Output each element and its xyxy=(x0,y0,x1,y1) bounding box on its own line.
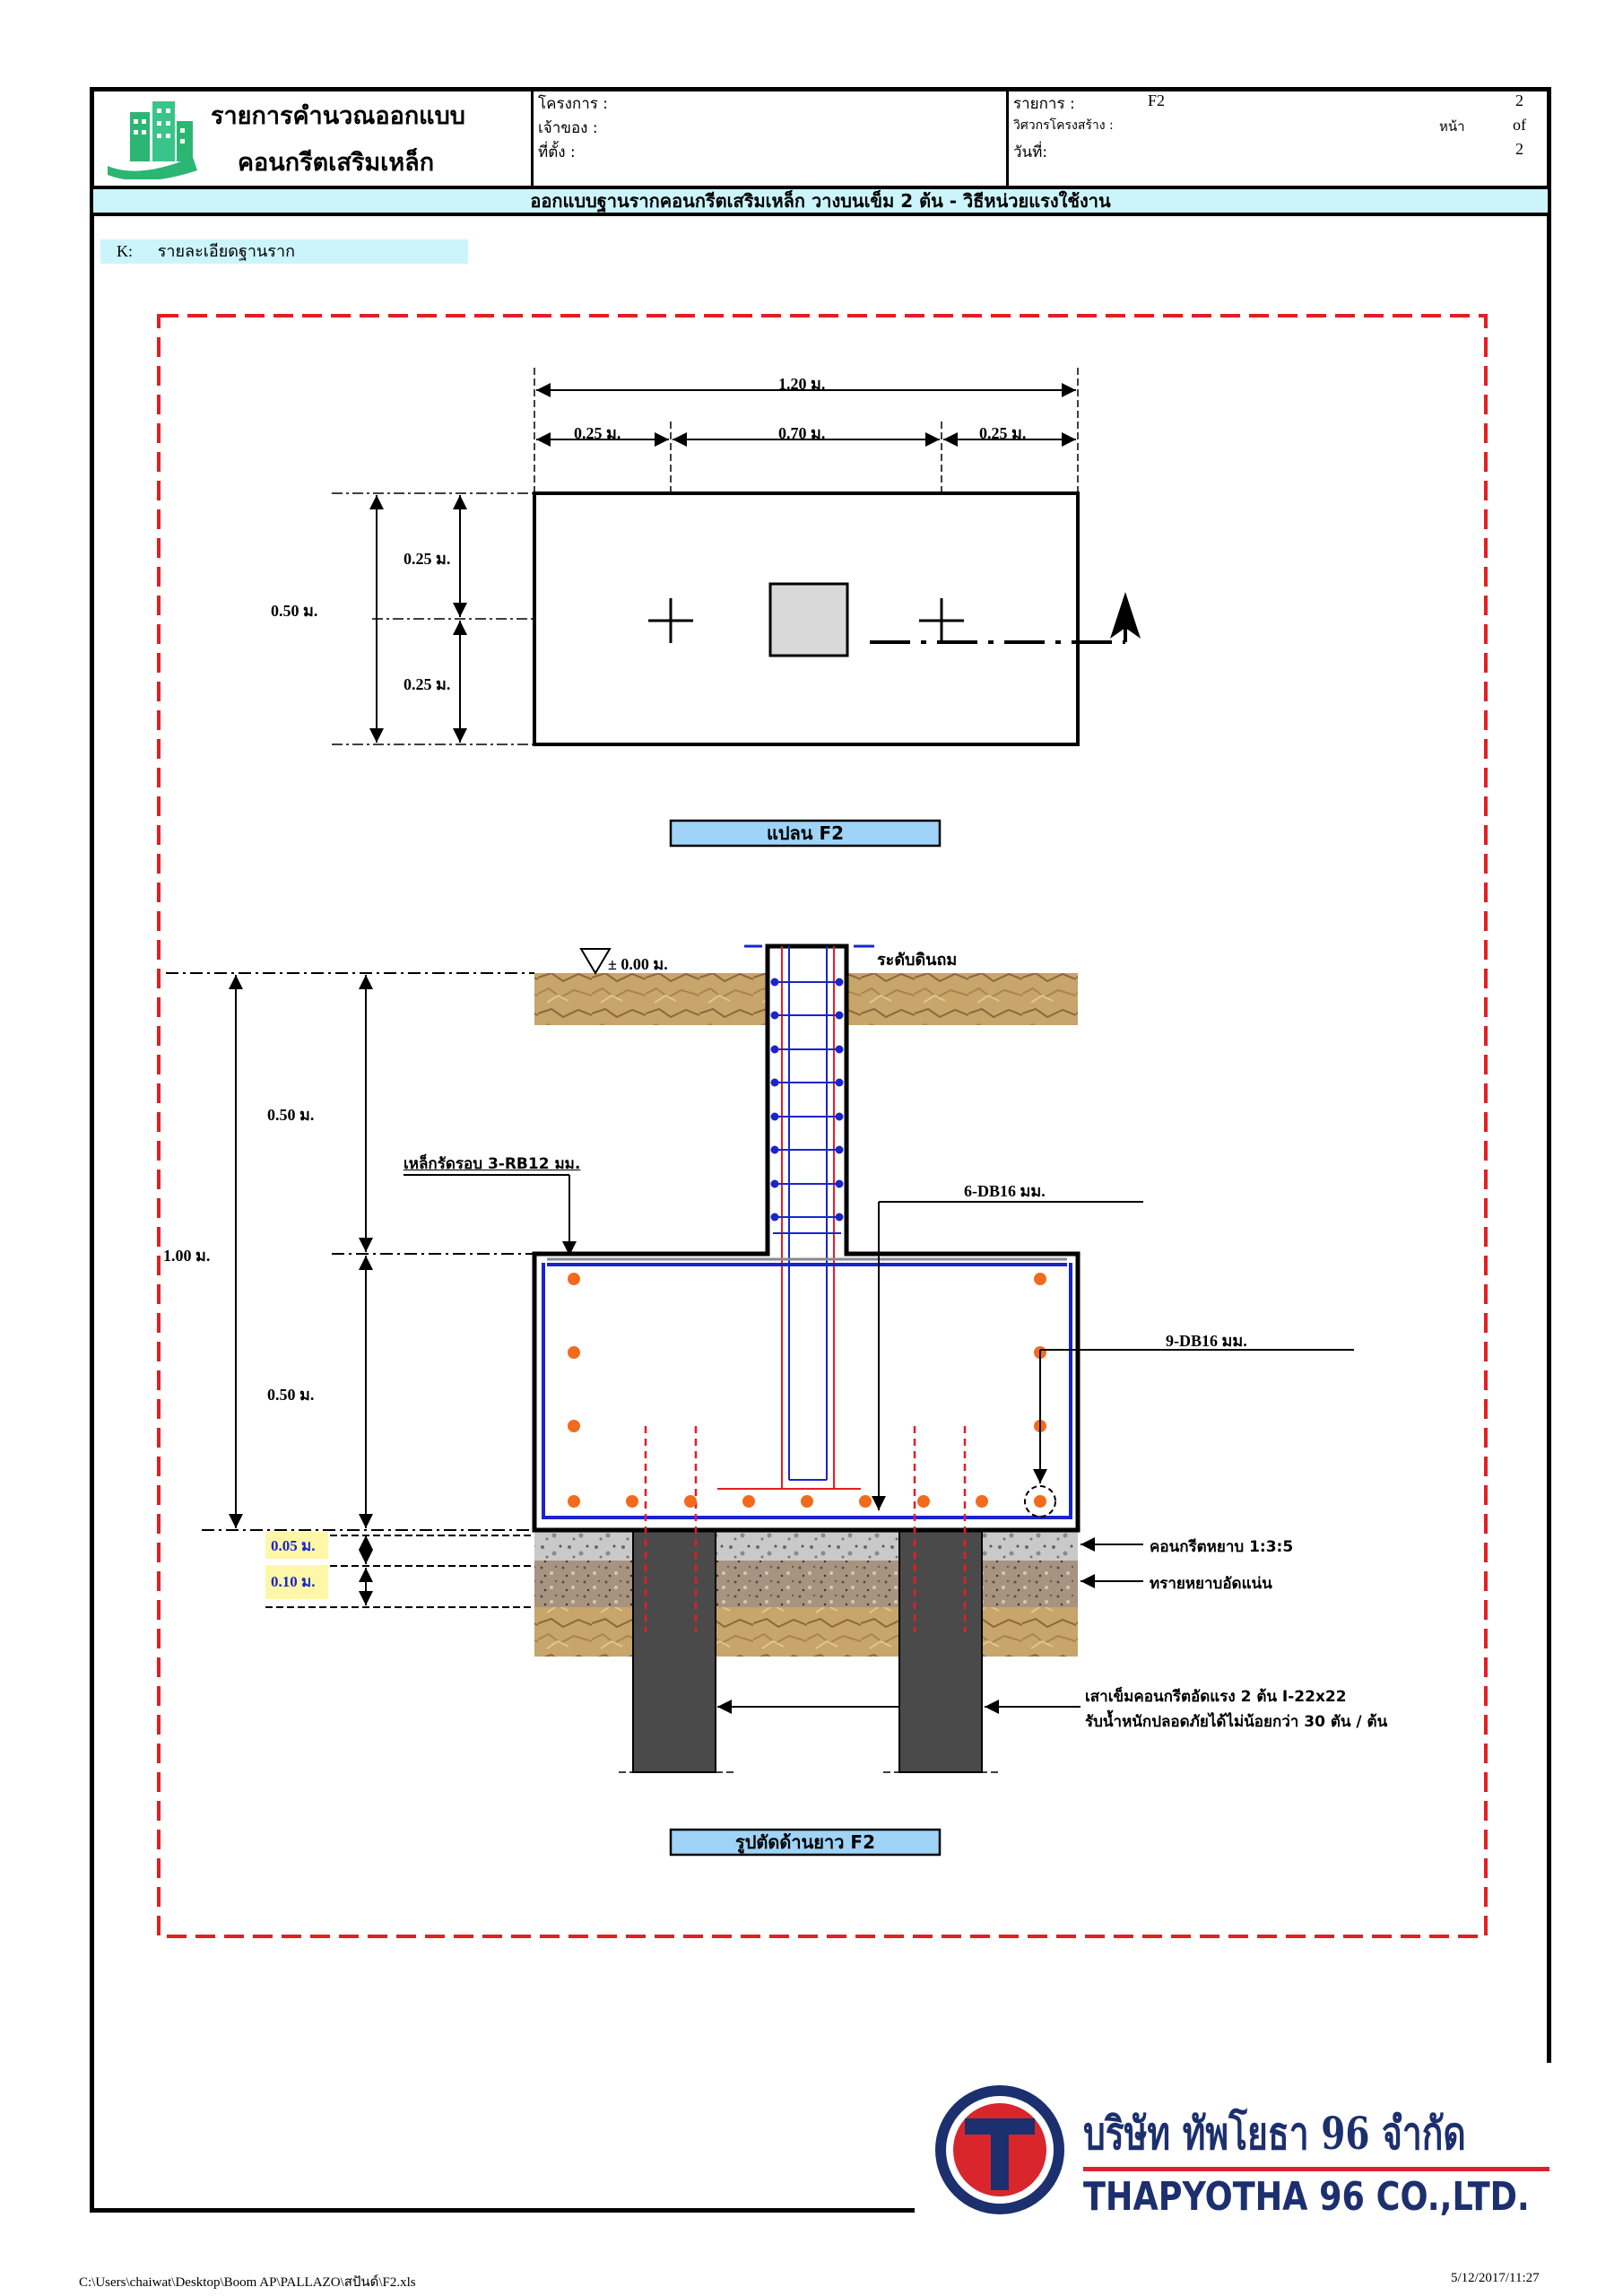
header-item-cell: รายการ : F2 วิศวกรโครงสร้าง : วันที่: 2 … xyxy=(1009,87,1551,186)
rebar-dots xyxy=(568,1273,1046,1508)
of-label: of xyxy=(1513,116,1526,134)
owner-label: เจ้าของ : xyxy=(538,119,598,137)
column-bar-label: 6-DB16 มม. xyxy=(964,1182,1046,1200)
plan-footing-outline xyxy=(533,491,1080,746)
level-marker-icon xyxy=(579,948,612,975)
header-title-cell: รายการคำนวณออกแบบ คอนกรีตเสริมเหล็ก xyxy=(90,87,534,186)
plan-title-box xyxy=(669,819,942,848)
sec-dim-total: 1.00 ม. xyxy=(163,1247,211,1265)
stirrup-label: เหล็กรัดรอบ 3-RB12 มม. xyxy=(404,1155,581,1173)
bottom-bar-label: 9-DB16 มม. xyxy=(1166,1332,1247,1350)
design-subtitle: ออกแบบฐานรากคอนกรีตเสริมเหล็ก วางบนเข็ม … xyxy=(93,189,1548,216)
sec-dim-lower: 0.50 ม. xyxy=(267,1386,315,1404)
company-name-th: บริษัท ทัพโยธา 96 จำกัด xyxy=(1083,2107,1466,2160)
page-total: 2 xyxy=(1515,140,1523,158)
company-logo-icon xyxy=(935,2085,1064,2214)
footer-datetime: 5/12/2017/11:27 xyxy=(1451,2271,1540,2285)
plan-dim-v-total: 0.50 ม. xyxy=(271,602,318,620)
section-arrow-icon xyxy=(1110,592,1141,639)
sand-label: ทรายหยาบอัดแน่น xyxy=(1150,1575,1272,1593)
header-project-cell: โครงการ : เจ้าของ : ที่ตั้ง : xyxy=(534,87,1009,186)
pile-mark-right xyxy=(919,598,964,643)
ground-soil-left xyxy=(534,973,768,1025)
sec-dim-upper: 0.50 ม. xyxy=(267,1106,315,1124)
item-label: รายการ : xyxy=(1013,95,1075,113)
location-label: ที่ตั้ง : xyxy=(538,144,576,161)
page-frame xyxy=(90,87,1551,2213)
plan-dim-v-bottom: 0.25 ม. xyxy=(404,675,451,693)
section-title: รายละเอียดฐานราก xyxy=(157,242,295,261)
engineer-label: วิศวกรโครงสร้าง : xyxy=(1013,118,1114,133)
company-logo-block: บริษัท ทัพโยธา 96 จำกัด THAPYOTHA 96 CO.… xyxy=(915,2063,1560,2242)
plan-dim-left: 0.25 ม. xyxy=(574,424,621,442)
pile-label-1: เสาเข็มคอนกรีตอัดแรง 2 ต้น I-22x22 xyxy=(1085,1688,1347,1706)
plan-title: แปลน F2 xyxy=(766,822,845,844)
lean-concrete-layer xyxy=(534,1530,1078,1561)
sec-dim-sand: 0.10 ม. xyxy=(271,1573,316,1590)
pile-label-2: รับน้ำหนักปลอดภัยได้ไม่น้อยกว่า 30 ตัน /… xyxy=(1085,1713,1388,1731)
building-logo-icon xyxy=(108,101,197,179)
section-k-header: K: รายละเอียดฐานราก xyxy=(100,239,468,264)
company-name-en: THAPYOTHA 96 CO.,LTD. xyxy=(1083,2174,1530,2220)
plan-dim-total: 1.20 ม. xyxy=(778,375,826,393)
lean-concrete-label: คอนกรีตหยาบ 1:3:5 xyxy=(1150,1538,1294,1556)
section-title-box xyxy=(669,1828,942,1857)
plan-view xyxy=(332,368,1141,746)
ground-soil-right xyxy=(846,973,1078,1025)
header: รายการคำนวณออกแบบ คอนกรีตเสริมเหล็ก โครง… xyxy=(90,87,1551,189)
header-title-line2: คอนกรีตเสริมเหล็ก xyxy=(238,149,435,177)
section-title: รูปตัดด้านยาว F2 xyxy=(734,1831,876,1853)
header-title-line1: รายการคำนวณออกแบบ xyxy=(211,102,465,130)
plan-dim-mid: 0.70 ม. xyxy=(778,424,826,442)
page-label: หน้า xyxy=(1439,118,1465,135)
plan-dim-v-top: 0.25 ม. xyxy=(404,550,451,568)
pile-mark-left xyxy=(648,598,693,643)
item-value: F2 xyxy=(1148,91,1166,109)
section-footing-outline xyxy=(532,944,1081,1533)
project-label: โครงการ : xyxy=(538,95,609,113)
pile-right xyxy=(898,1518,983,1773)
ground-label: ระดับดินถม xyxy=(877,951,958,970)
section-code: K: xyxy=(117,242,133,260)
logo-divider xyxy=(1083,2167,1549,2171)
section-view xyxy=(166,944,1354,1773)
plan-column xyxy=(768,582,849,657)
date-label: วันที่: xyxy=(1013,144,1048,161)
ground-level: ± 0.00 ม. xyxy=(608,955,668,973)
plan-dim-right: 0.25 ม. xyxy=(979,424,1027,442)
compacted-sand-layer xyxy=(534,1561,1078,1607)
drawing-border xyxy=(157,314,1488,1938)
sec-dim-lean: 0.05 ม. xyxy=(271,1537,316,1554)
footer-path: C:\Users\chaiwat\Desktop\Boom AP\PALLAZO… xyxy=(79,2275,416,2290)
soil-bottom xyxy=(534,1607,1078,1657)
page-number: 2 xyxy=(1515,91,1523,109)
